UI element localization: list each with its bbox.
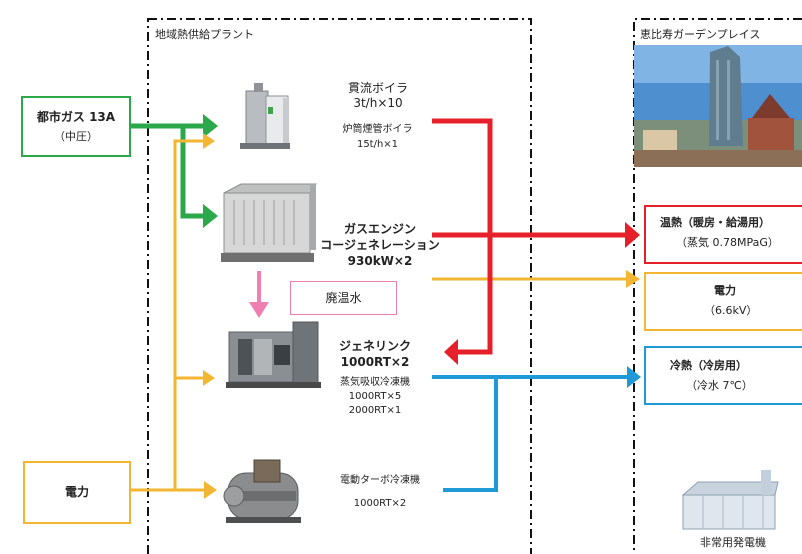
waste-heat-box: 廃温水 — [290, 281, 397, 315]
waste-heat-label: 廃温水 — [325, 291, 362, 305]
garden-region-label: 恵比寿ガーデンプレイス — [640, 28, 761, 41]
emergency-generator-image — [681, 470, 779, 530]
turbo-chiller-name: 電動ターボ冷凍機 — [340, 475, 420, 486]
heat-output-box: 温熱（暖房・給湯用） （蒸気 0.78MPaG） — [644, 205, 802, 264]
boiler-image — [240, 83, 290, 149]
genelink-image — [226, 321, 321, 388]
heat-flow — [432, 118, 627, 355]
genelink-name: ジェネリンク — [338, 339, 411, 353]
absorption-chiller-capacity-1: 1000RT×5 — [348, 391, 402, 402]
gas-arrowhead-boiler — [203, 114, 218, 138]
gas-input-name: 都市ガス 13A — [36, 110, 116, 124]
plant-region-border — [147, 18, 532, 554]
power-arrowhead-boiler — [203, 133, 215, 149]
power-output-spec: （6.6kV） — [704, 304, 758, 317]
absorption-chiller-name: 蒸気吸収冷凍機 — [340, 377, 410, 388]
heat-output-label: 温熱（暖房・給湯用） — [660, 216, 770, 229]
building-photo — [634, 45, 802, 167]
emergency-generator-label: 非常用発電機 — [700, 536, 766, 549]
turbo-chiller-capacity: 1000RT×2 — [353, 498, 407, 509]
cold-output-spec: （冷水 7℃） — [686, 379, 753, 392]
absorption-chiller-capacity-2: 2000RT×1 — [348, 405, 402, 416]
gas-input-pressure: （中圧） — [54, 130, 98, 143]
gas-engine-name: ガスエンジン — [343, 222, 416, 236]
gas-arrowhead-engine — [203, 204, 218, 228]
boiler-capacity: 3t/h×10 — [353, 96, 403, 110]
cold-arrowhead-output — [627, 366, 641, 388]
gas-flow — [130, 123, 208, 219]
power-arrowhead-genelink — [203, 370, 215, 386]
turbo-chiller-image — [223, 459, 301, 523]
genelink-capacity: 1000RT×2 — [340, 355, 410, 369]
power-input-box: 電力 — [23, 461, 131, 524]
heat-arrowhead-genelink — [444, 339, 458, 365]
cogeneration-label: コージェネレーション — [320, 238, 440, 252]
heat-arrowhead-output — [625, 222, 640, 248]
power-input-label: 電力 — [64, 485, 89, 499]
power-output-label: 電力 — [714, 284, 736, 297]
fire-tube-boiler-name: 炉筒煙管ボイラ — [342, 124, 413, 135]
power-arrowhead-output — [626, 270, 640, 288]
power-output-box: 電力 （6.6kV） — [644, 272, 802, 331]
cold-output-label: 冷熱（冷房用） — [670, 359, 747, 372]
power-flow — [130, 139, 628, 492]
cold-output-box: 冷熱（冷房用） （冷水 7℃） — [644, 346, 802, 405]
fire-tube-boiler-capacity: 15t/h×1 — [356, 139, 399, 150]
boiler-name: 貫流ボイラ — [347, 81, 408, 95]
gas-input-box: 都市ガス 13A （中圧） — [21, 96, 131, 157]
gas-engine-capacity: 930kW×2 — [347, 254, 413, 268]
heat-output-spec: （蒸気 0.78MPaG） — [676, 236, 779, 249]
gas-engine-image — [221, 183, 317, 262]
cold-flow — [432, 375, 630, 492]
power-arrowhead-turbo — [204, 481, 217, 499]
plant-region-label: 地域熱供給プラント — [155, 28, 254, 41]
waste-heat-arrowhead — [249, 302, 269, 318]
